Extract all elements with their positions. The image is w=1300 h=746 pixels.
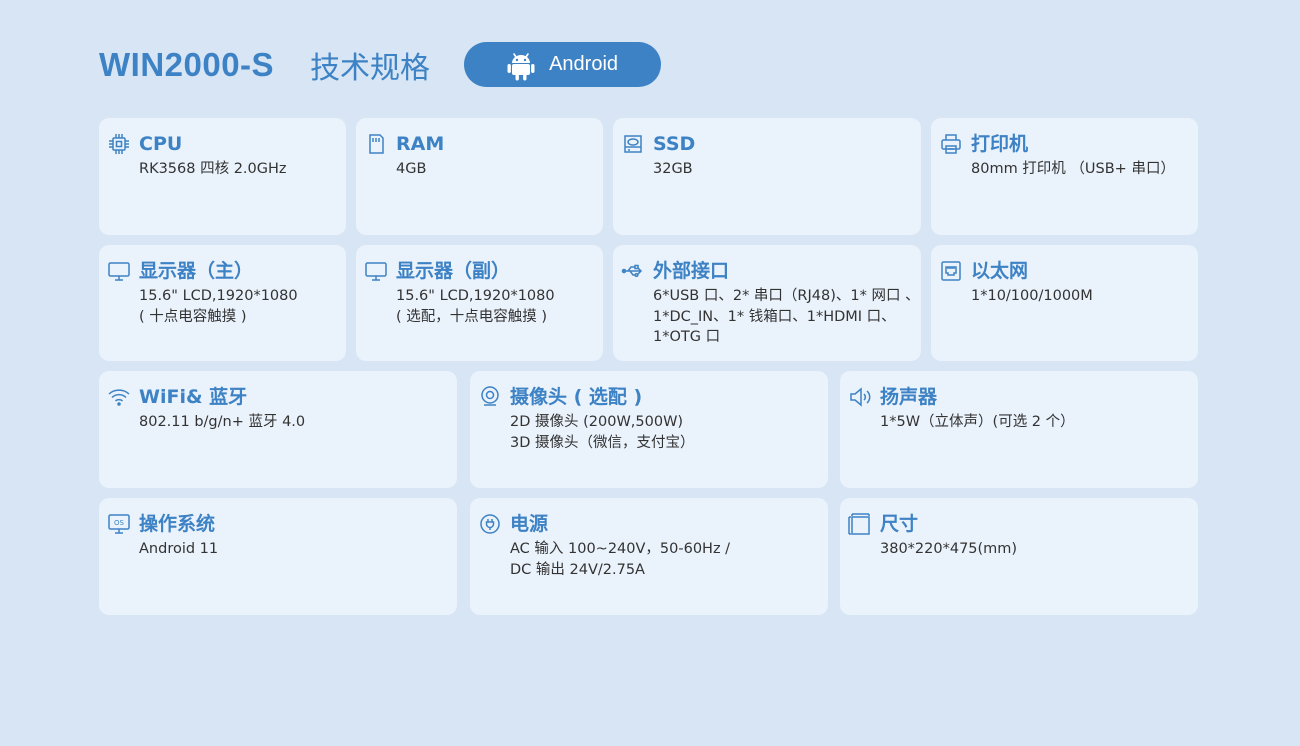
cpu-icon [107, 132, 131, 156]
spec-title: 扬声器 [880, 386, 938, 408]
spec-title: 外部接口 [653, 260, 730, 282]
spec-value: 6*USB 口、2* 串口（RJ48)、1* 网口 、 [653, 288, 920, 304]
memory-card-icon [364, 132, 388, 156]
spec-value: Android 11 [139, 541, 219, 557]
header: WIN2000-S 技术规格 Android [99, 42, 662, 87]
spec-card-ram: RAM 4GB [356, 118, 603, 235]
power-plug-icon [478, 512, 502, 536]
monitor-icon [107, 259, 131, 283]
spec-value: 1*10/100/1000M [971, 288, 1093, 304]
spec-card-printer: 打印机 80mm 打印机 （USB+ 串口） [931, 118, 1198, 235]
spec-value: 1*5W（立体声）(可选 2 个） [880, 414, 1075, 430]
spec-value: 802.11 b/g/n+ 蓝牙 4.0 [139, 414, 306, 430]
svg-text:OS: OS [114, 519, 125, 527]
spec-title: 打印机 [971, 133, 1029, 155]
android-badge: Android [464, 42, 662, 87]
monitor-icon [364, 259, 388, 283]
spec-value: AC 输入 100~240V，50-60Hz / [510, 541, 731, 557]
spec-title: 操作系统 [139, 513, 216, 535]
spec-value: 15.6" LCD,1920*1080 [139, 288, 298, 304]
spec-value: ( 选配，十点电容触摸 ) [396, 308, 548, 325]
spec-value: 1*OTG 口 [653, 329, 721, 345]
spec-value: 3D 摄像头（微信，支付宝） [510, 434, 695, 451]
spec-title: CPU [139, 133, 183, 155]
dimensions-icon [848, 512, 872, 536]
spec-value: 32GB [653, 161, 693, 177]
spec-card-power: 电源 AC 输入 100~240V，50-60Hz / DC 输出 24V/2.… [470, 498, 828, 615]
android-icon [507, 52, 535, 80]
spec-card-main-display: 显示器（主） 15.6" LCD,1920*1080 ( 十点电容触摸 ) [99, 245, 346, 361]
model-name: WIN2000-S [99, 45, 275, 83]
spec-card-ssd: SSD 32GB [613, 118, 921, 235]
printer-icon [939, 132, 963, 156]
spec-title: SSD [653, 133, 696, 155]
wifi-icon [107, 385, 131, 409]
spec-title: 尺寸 [880, 513, 919, 535]
spec-card-ethernet: 以太网 1*10/100/1000M [931, 245, 1198, 361]
spec-card-wifi-bluetooth: WiFi& 蓝牙 802.11 b/g/n+ 蓝牙 4.0 [99, 371, 457, 488]
os-icon: OS [107, 512, 131, 536]
spec-card-cpu: CPU RK3568 四核 2.0GHz [99, 118, 346, 235]
spec-value: 1*DC_IN、1* 钱箱口、1*HDMI 口、 [653, 308, 896, 325]
spec-value: 15.6" LCD,1920*1080 [396, 288, 555, 304]
page-title: 技术规格 [310, 50, 431, 86]
spec-value: DC 输出 24V/2.75A [510, 561, 645, 578]
spec-value: 2D 摄像头 (200W,500W) [510, 414, 684, 430]
spec-card-os: OS 操作系统 Android 11 [99, 498, 457, 615]
spec-value: RK3568 四核 2.0GHz [139, 161, 287, 177]
spec-title: 显示器（主） [139, 260, 254, 282]
spec-card-secondary-display: 显示器（副） 15.6" LCD,1920*1080 ( 选配，十点电容触摸 ) [356, 245, 603, 361]
spec-title: 以太网 [971, 260, 1029, 282]
usb-icon [621, 259, 645, 283]
spec-value: 4GB [396, 161, 427, 177]
webcam-icon [478, 385, 502, 409]
android-badge-label: Android [549, 53, 619, 75]
ethernet-port-icon [939, 259, 963, 283]
spec-card-camera: 摄像头 ( 选配 ) 2D 摄像头 (200W,500W) 3D 摄像头（微信，… [470, 371, 828, 488]
spec-title: WiFi& 蓝牙 [139, 386, 248, 408]
spec-value: 80mm 打印机 （USB+ 串口） [971, 161, 1175, 177]
spec-title: 摄像头 ( 选配 ) [510, 386, 643, 408]
spec-title: 显示器（副） [396, 260, 511, 282]
speaker-icon [848, 385, 872, 409]
spec-title: 电源 [510, 513, 549, 535]
spec-value: 380*220*475(mm) [880, 541, 1018, 557]
spec-card-dimensions: 尺寸 380*220*475(mm) [840, 498, 1198, 615]
spec-title: RAM [396, 133, 445, 155]
spec-card-external-ports: 外部接口 6*USB 口、2* 串口（RJ48)、1* 网口 、 1*DC_IN… [613, 245, 921, 361]
hard-drive-icon [621, 132, 645, 156]
spec-card-speaker: 扬声器 1*5W（立体声）(可选 2 个） [840, 371, 1198, 488]
spec-value: ( 十点电容触摸 ) [139, 308, 247, 325]
